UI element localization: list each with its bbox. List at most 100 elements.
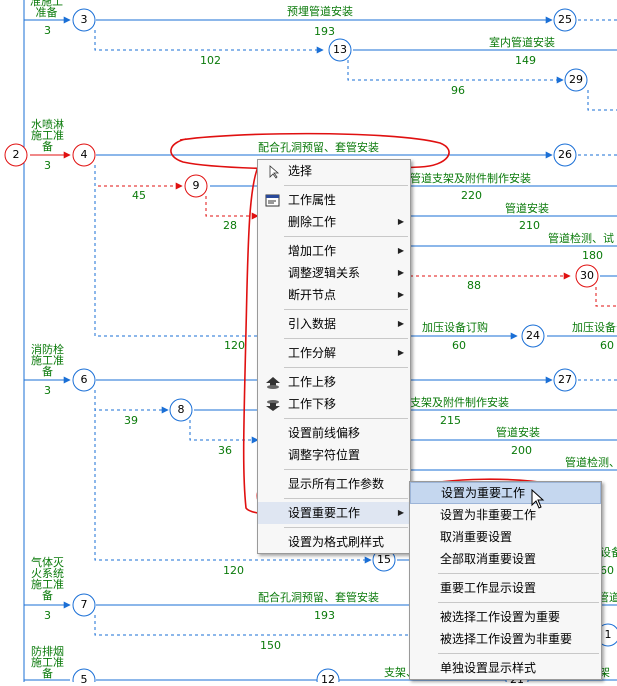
- task-label[interactable]: 管道安装: [496, 426, 540, 439]
- cursor-select-icon: [265, 164, 281, 179]
- menu-separator: [284, 367, 408, 368]
- menu-item-add[interactable]: 增加工作 ▶: [258, 240, 410, 262]
- task-label[interactable]: 管道支架及附件制作安装: [410, 172, 531, 185]
- task-label[interactable]: 管道: [598, 591, 617, 604]
- task-label[interactable]: 配合孔洞预留、套管安装: [258, 591, 379, 604]
- menu-separator: [284, 236, 408, 237]
- menu-item-set-offset[interactable]: 设置前线偏移: [258, 422, 410, 444]
- menu-item-break-node[interactable]: 断开节点 ▶: [258, 284, 410, 306]
- menu-separator: [284, 338, 408, 339]
- node-27: [553, 368, 577, 392]
- menu-item-label: 被选择工作设置为非重要: [440, 632, 573, 646]
- task-label[interactable]: 设备: [600, 546, 617, 559]
- menu-item-properties[interactable]: 工作属性: [258, 189, 410, 211]
- task-label[interactable]: 加压设备安: [572, 321, 617, 334]
- duration-label: 200: [511, 444, 532, 457]
- menu-separator: [438, 653, 599, 654]
- menu-item-label: 工作上移: [288, 375, 337, 389]
- node-label-5: 5: [80, 673, 88, 686]
- duration-label: 39: [124, 414, 138, 427]
- menu-item-select[interactable]: 选择: [258, 160, 410, 182]
- menu-item-label: 取消重要设置: [440, 530, 513, 544]
- menu-item-label: 断开节点: [288, 288, 337, 302]
- menu-item-label: 设置为非重要工作: [440, 508, 537, 522]
- menu-item-label: 增加工作: [288, 244, 337, 258]
- submenu-item-cancel[interactable]: 取消重要设置: [410, 526, 601, 548]
- menu-item-decompose[interactable]: 工作分解 ▶: [258, 342, 410, 364]
- move-up-icon: [265, 375, 281, 389]
- node-label-4: 4: [80, 148, 88, 161]
- task-label[interactable]: 管道检测、: [565, 456, 617, 469]
- menu-item-label: 重要工作显示设置: [440, 581, 537, 595]
- duration-label: 150: [260, 639, 281, 652]
- duration-label: 96: [451, 84, 465, 97]
- menu-separator: [438, 602, 599, 603]
- duration-label: 193: [314, 25, 335, 38]
- context-menu: 选择 工作属性 删除工作 ▶ 增加工作 ▶ 调整逻辑关系 ▶ 断开节点 ▶ 引入…: [257, 159, 411, 554]
- menu-item-label: 单独设置显示样式: [440, 661, 537, 675]
- node-26: [553, 143, 577, 167]
- menu-item-set-important[interactable]: 设置重要工作 ▶: [258, 502, 410, 524]
- duration-label: 88: [467, 279, 481, 292]
- menu-item-label: 设置为格式刷样式: [288, 535, 385, 549]
- duration-label: 193: [314, 609, 335, 622]
- submenu-item-selected-unimportant[interactable]: 被选择工作设置为非重要: [410, 628, 601, 650]
- menu-separator: [284, 309, 408, 310]
- submenu-item-cancel-all[interactable]: 全部取消重要设置: [410, 548, 601, 570]
- menu-item-adjust-char-pos[interactable]: 调整字符位置: [258, 444, 410, 466]
- task-label[interactable]: 配合孔洞预留、套管安装: [258, 141, 379, 154]
- duration-label: 102: [200, 54, 221, 67]
- task-label[interactable]: 管道检测、试: [548, 232, 614, 245]
- menu-item-move-up[interactable]: 工作上移: [258, 371, 410, 393]
- move-down-icon: [265, 397, 281, 411]
- prep-label-2: 水喷淋 施工准 备: [31, 118, 64, 153]
- menu-separator: [284, 527, 408, 528]
- menu-item-show-params[interactable]: 显示所有工作参数: [258, 473, 410, 495]
- menu-item-label: 显示所有工作参数: [288, 477, 385, 491]
- node-label-8: 8: [177, 403, 185, 416]
- node-label-2: 2: [12, 148, 20, 161]
- prep-label-3: 消防栓 施工准 备: [31, 343, 64, 378]
- node-label-9: 9: [192, 179, 200, 192]
- task-label[interactable]: 支架及附件制作安装: [410, 396, 509, 409]
- duration-label: 120: [223, 564, 244, 577]
- submenu-arrow-icon: ▶: [397, 246, 404, 255]
- node-9: [184, 174, 208, 198]
- task-label[interactable]: 预埋管道安装: [287, 5, 353, 18]
- task-label[interactable]: 加压设备订购: [422, 321, 488, 334]
- duration-label: 60: [600, 339, 614, 352]
- submenu-item-selected-important[interactable]: 被选择工作设置为重要: [410, 606, 601, 628]
- node-label-7: 7: [80, 598, 88, 611]
- menu-item-format-brush[interactable]: 设置为格式刷样式: [258, 531, 410, 553]
- task-label[interactable]: 管道安装: [505, 202, 549, 215]
- duration-label: 3: [44, 24, 51, 37]
- duration-label: 60: [452, 339, 466, 352]
- duration-label: 120: [224, 339, 245, 352]
- task-label[interactable]: 室内管道安装: [489, 36, 555, 49]
- node-4: [72, 143, 96, 167]
- menu-item-import[interactable]: 引入数据 ▶: [258, 313, 410, 335]
- node-30: [575, 264, 599, 288]
- node-6: [72, 368, 96, 392]
- duration-label: 60: [600, 564, 614, 577]
- node-label-30: 30: [580, 269, 594, 282]
- node-8: [169, 398, 193, 422]
- menu-item-label: 调整逻辑关系: [288, 266, 361, 280]
- submenu-item-set-important[interactable]: 设置为重要工作: [410, 482, 601, 504]
- node-25: [553, 8, 577, 32]
- submenu-item-display-style[interactable]: 单独设置显示样式: [410, 657, 601, 679]
- menu-item-move-down[interactable]: 工作下移: [258, 393, 410, 415]
- menu-item-delete[interactable]: 删除工作 ▶: [258, 211, 410, 233]
- duration-label: 3: [44, 159, 51, 172]
- node-3: [72, 8, 96, 32]
- submenu-item-display-settings[interactable]: 重要工作显示设置: [410, 577, 601, 599]
- node-13: [328, 38, 352, 62]
- submenu-item-set-unimportant[interactable]: 设置为非重要工作: [410, 504, 601, 526]
- menu-item-label: 全部取消重要设置: [440, 552, 537, 566]
- menu-item-label: 工作下移: [288, 397, 337, 411]
- duration-label: 36: [218, 444, 232, 457]
- duration-label: 28: [223, 219, 237, 232]
- menu-item-adjust-logic[interactable]: 调整逻辑关系 ▶: [258, 262, 410, 284]
- node-24: [521, 324, 545, 348]
